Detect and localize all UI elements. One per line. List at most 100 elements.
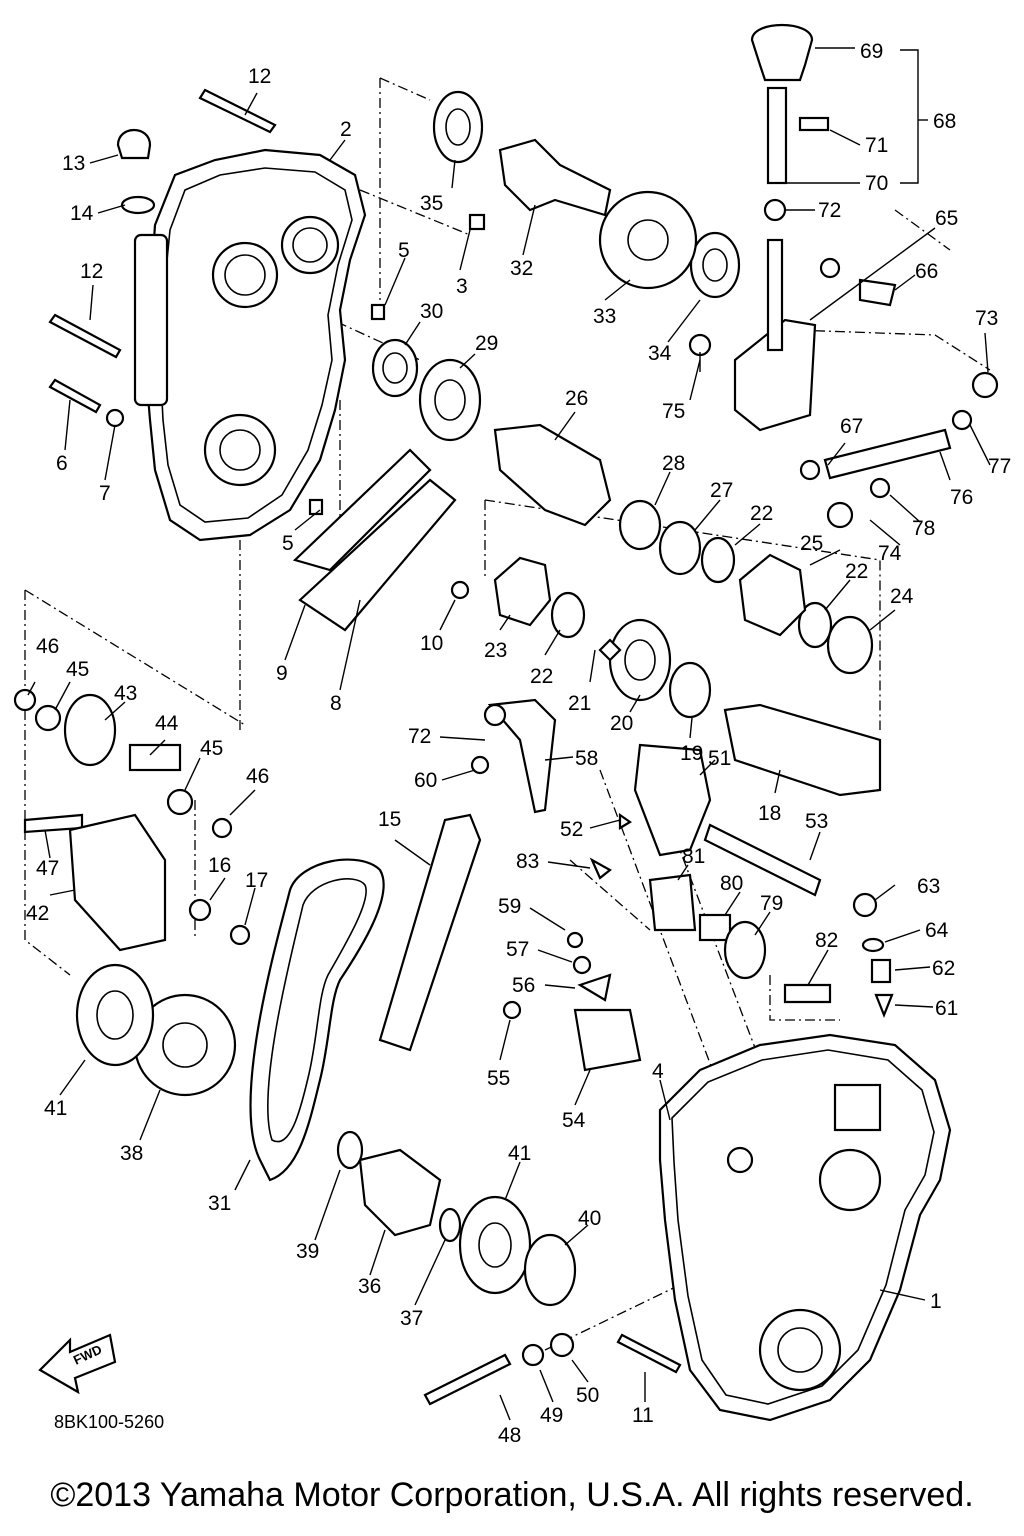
bearing-27 <box>658 520 702 576</box>
fork-51 <box>633 743 712 857</box>
shaft-18 <box>723 703 882 797</box>
washer-22b <box>700 536 736 584</box>
callout-40: 40 <box>578 1207 601 1230</box>
callout-9: 9 <box>276 662 288 685</box>
callout-34: 34 <box>648 342 672 365</box>
callout-24: 24 <box>890 585 914 608</box>
bearing-34 <box>689 231 741 299</box>
callout-20: 20 <box>610 712 633 735</box>
callout-4: 4 <box>652 1060 664 1083</box>
guide-9 <box>292 448 432 572</box>
oring-14 <box>120 195 156 215</box>
bolt-6 <box>48 378 102 414</box>
callout-35: 35 <box>420 192 443 215</box>
callout-numbers: 1 2 3 4 5 5 6 7 8 9 10 11 12 12 13 14 15… <box>26 40 1011 1447</box>
bracket-65 <box>733 318 817 432</box>
callout-51: 51 <box>708 747 731 770</box>
fwd-arrow: FWD <box>38 1333 117 1395</box>
bearing-20 <box>608 618 672 702</box>
guide-15 <box>378 813 482 1052</box>
callout-78: 78 <box>912 517 935 540</box>
callout-41a: 41 <box>44 1097 67 1120</box>
callout-63: 63 <box>917 875 940 898</box>
callout-48: 48 <box>498 1424 521 1447</box>
shaft-58 <box>487 698 557 814</box>
callout-11: 11 <box>632 1404 654 1427</box>
callout-58: 58 <box>575 747 598 770</box>
callout-16: 16 <box>208 854 231 877</box>
bearing-28 <box>618 499 662 551</box>
rod-53 <box>703 823 822 897</box>
clip-83 <box>589 857 612 880</box>
bolt-12a <box>198 88 277 134</box>
roller-79 <box>723 920 767 980</box>
callout-25: 25 <box>800 532 823 555</box>
callout-49: 49 <box>540 1404 563 1427</box>
callout-38: 38 <box>120 1142 143 1165</box>
callout-64: 64 <box>925 919 949 942</box>
washer-22c <box>797 601 833 649</box>
ball-61 <box>874 993 894 1018</box>
callout-2: 2 <box>340 118 352 141</box>
callout-14: 14 <box>70 202 94 225</box>
callout-5b: 5 <box>282 532 294 555</box>
bearing-43 <box>63 693 117 767</box>
callout-76: 76 <box>950 486 973 509</box>
bearing-35 <box>432 90 484 164</box>
callout-13: 13 <box>62 152 85 175</box>
nut-49 <box>521 1343 545 1367</box>
lever-70 <box>766 86 788 185</box>
callout-36: 36 <box>358 1275 381 1298</box>
callout-39: 39 <box>296 1240 319 1263</box>
shaft-32 <box>498 138 612 217</box>
callout-10: 10 <box>420 632 443 655</box>
seal-40 <box>523 1233 577 1307</box>
washer-64 <box>861 937 885 953</box>
callout-18: 18 <box>758 802 781 825</box>
callout-81: 81 <box>682 845 705 868</box>
clip-57 <box>572 955 592 975</box>
callout-83: 83 <box>516 850 539 873</box>
callout-72a: 72 <box>818 199 841 222</box>
callout-42: 42 <box>26 902 49 925</box>
gear-23 <box>493 556 552 627</box>
callout-32: 32 <box>510 257 533 280</box>
callout-12a: 12 <box>248 65 271 88</box>
callout-56: 56 <box>512 974 535 997</box>
callout-28: 28 <box>662 452 685 475</box>
callout-60: 60 <box>414 769 437 792</box>
pin-71 <box>798 116 830 132</box>
callout-70: 70 <box>865 172 888 195</box>
callout-47: 47 <box>36 857 59 880</box>
pin-80 <box>698 913 732 942</box>
washer-45a <box>34 704 62 732</box>
callout-29: 29 <box>475 332 498 355</box>
callout-3: 3 <box>456 275 468 298</box>
callout-55: 55 <box>487 1067 510 1090</box>
nut-72b <box>483 703 507 727</box>
ring-39 <box>336 1130 364 1170</box>
nut-78 <box>869 477 891 499</box>
callout-7: 7 <box>99 482 111 505</box>
callout-53: 53 <box>805 810 828 833</box>
callout-30: 30 <box>420 300 443 323</box>
callout-5a: 5 <box>398 239 410 262</box>
assembly-guide-lines <box>24 77 991 1351</box>
washer-22a <box>550 591 586 639</box>
pin-82 <box>783 983 832 1004</box>
callout-31: 31 <box>208 1192 231 1215</box>
callout-33: 33 <box>593 305 616 328</box>
callout-41b: 41 <box>508 1142 531 1165</box>
callout-19: 19 <box>680 742 703 765</box>
bolt-48 <box>423 1353 512 1406</box>
callout-57: 57 <box>506 938 529 961</box>
callout-72b: 72 <box>408 725 431 748</box>
end-73 <box>971 371 999 399</box>
washer-59 <box>566 931 584 949</box>
callout-12b: 12 <box>80 260 103 283</box>
callout-45b: 45 <box>200 737 223 760</box>
callout-62: 62 <box>932 957 955 980</box>
seal-19 <box>668 661 712 719</box>
callout-46b: 46 <box>246 765 269 788</box>
